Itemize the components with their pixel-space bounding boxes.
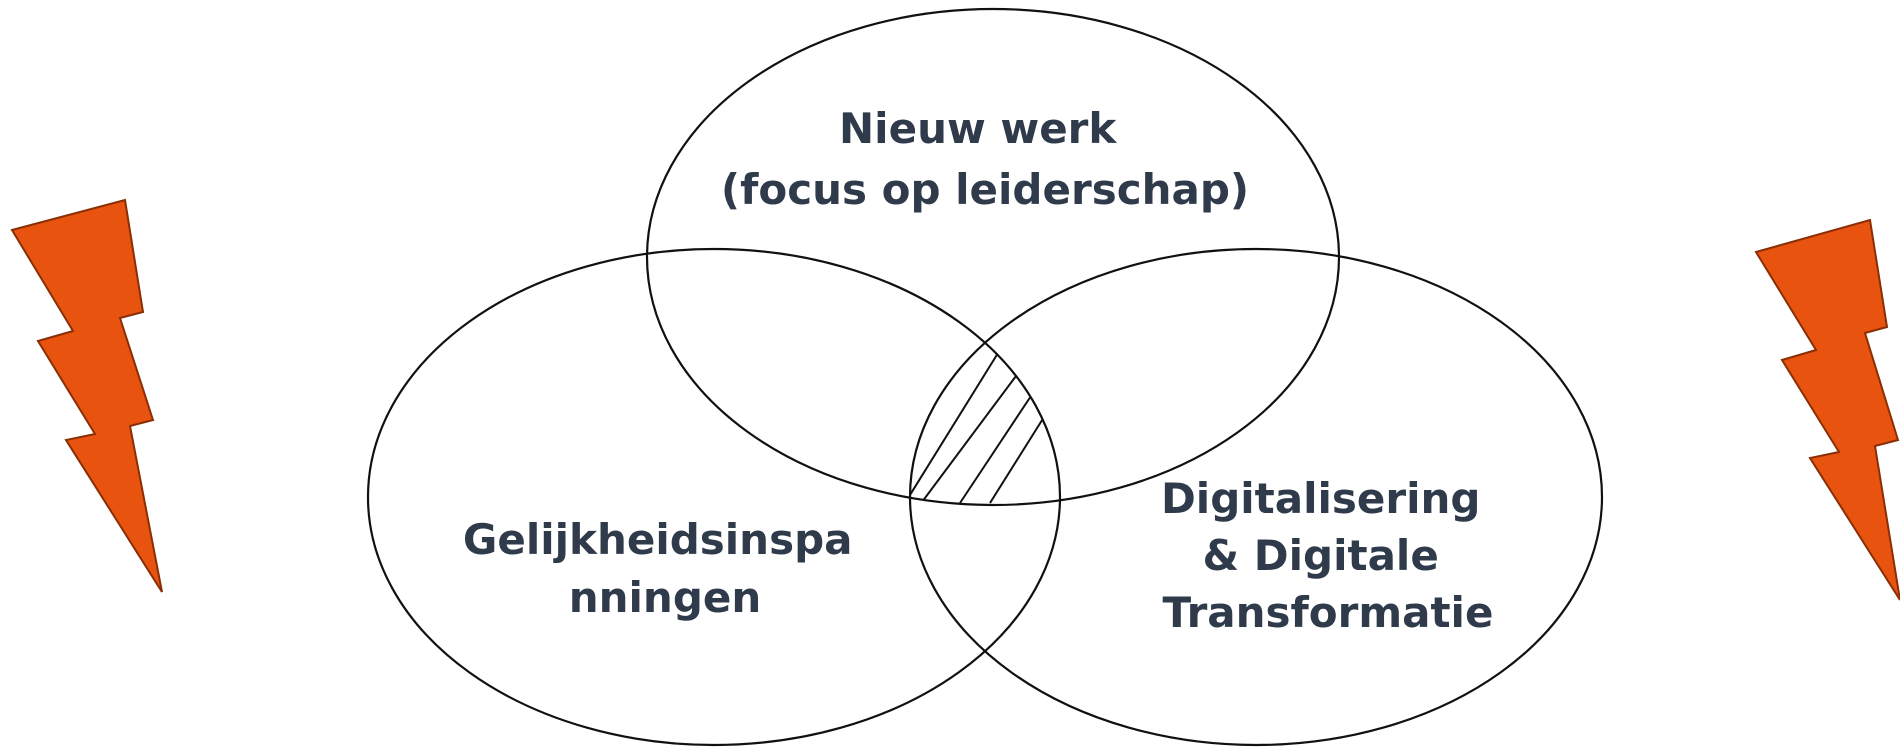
center-intersection-hatch (910, 344, 1045, 504)
label-gelijkheidsinspanningen: Gelijkheidsinspa nningen (463, 515, 867, 622)
venn-circle-top (645, 7, 1341, 507)
venn-circle-left (366, 247, 1062, 747)
venn-circle-right (908, 247, 1604, 747)
label-nieuw-werk: Nieuw werk (focus op leiderschap) (721, 104, 1249, 214)
label-digitalisering: Digitalisering & Digitale Transformatie (1161, 474, 1495, 637)
lightning-bolt-icon (1754, 218, 1900, 601)
lightning-bolt-icon (10, 198, 163, 593)
